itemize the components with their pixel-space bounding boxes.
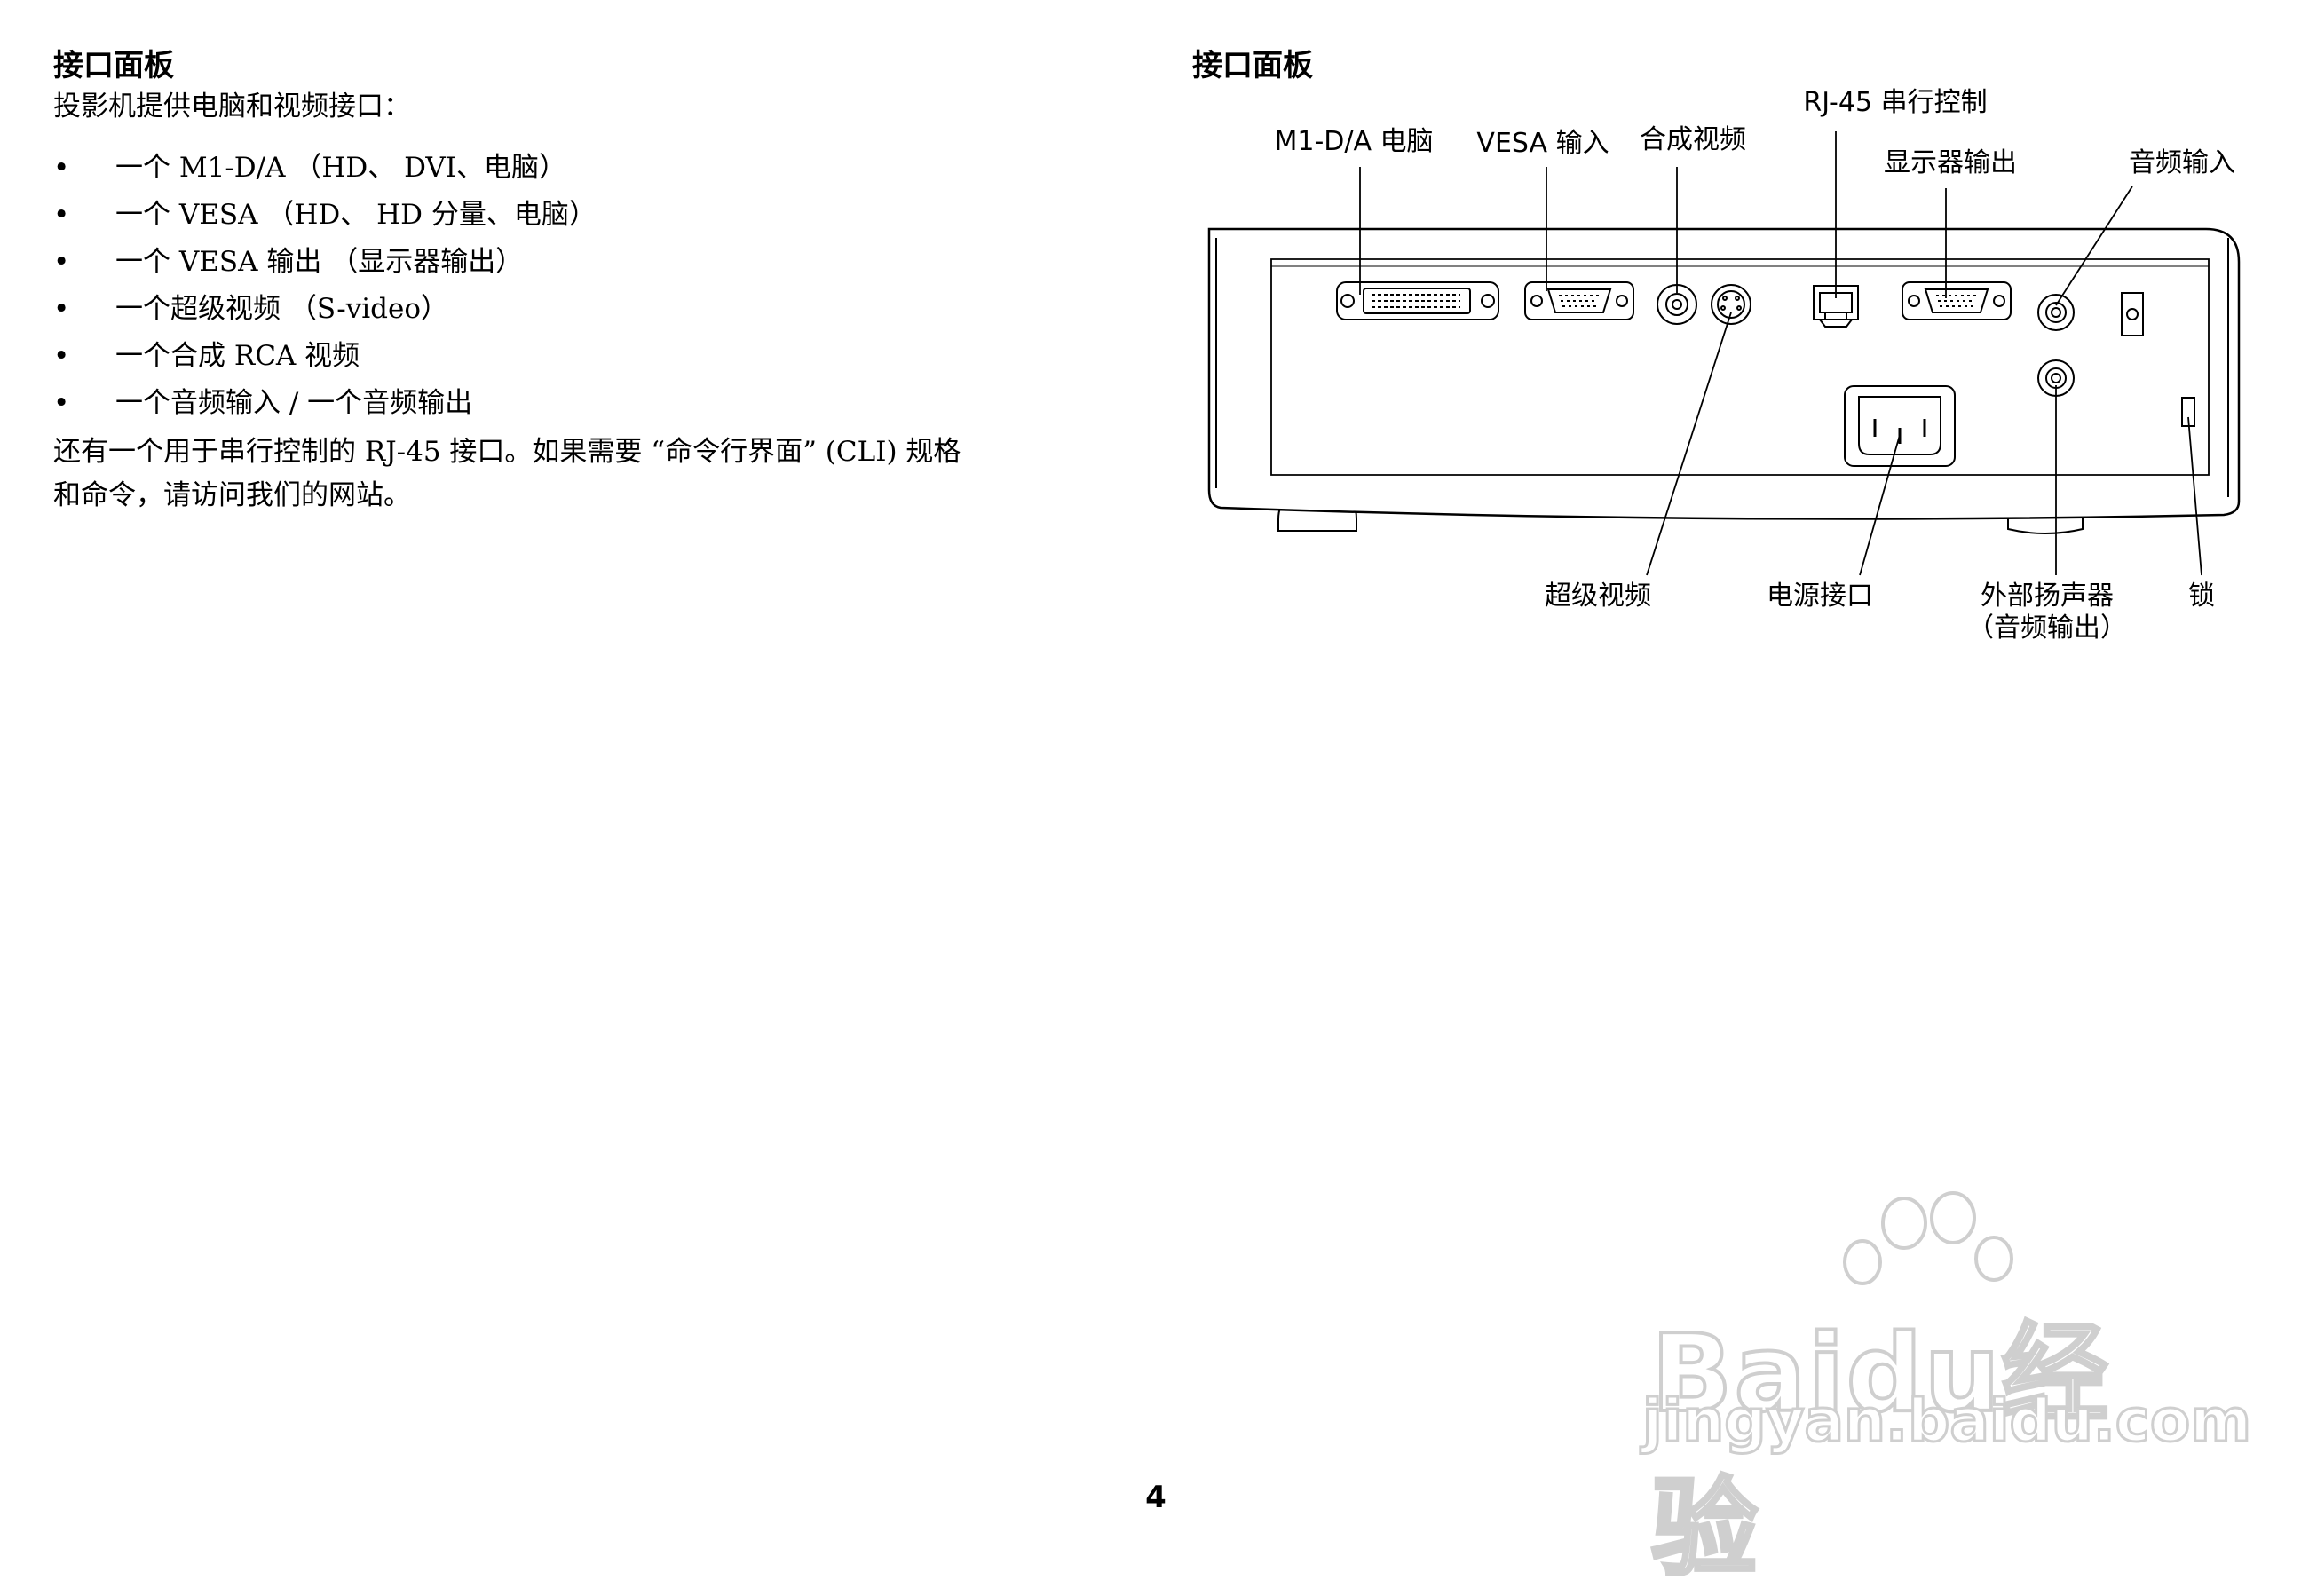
leader-audio-in bbox=[2055, 186, 2133, 306]
bullet-icon: • bbox=[53, 246, 70, 278]
diagram-heading: 接口面板 bbox=[1192, 48, 1313, 83]
callout-rj45-serial: RJ-45 串行控制 bbox=[1803, 87, 1988, 118]
list-item: •一个合成 RCA 视频 bbox=[53, 333, 1127, 380]
composite-rca-jack-shape bbox=[1657, 284, 1697, 325]
audio-out-jack-shape bbox=[2037, 359, 2075, 397]
callout-speaker-line-1: 外部扬声器 bbox=[1981, 581, 2114, 612]
callout-m1da: M1-D/A 电脑 bbox=[1274, 126, 1434, 157]
leader-lock bbox=[2187, 416, 2202, 576]
callout-vesa-in: VESA 输入 bbox=[1476, 128, 1609, 159]
rj45-port-shape bbox=[1813, 285, 1859, 328]
page-number: 4 bbox=[1145, 1480, 1166, 1515]
power-socket-shape bbox=[1844, 385, 1956, 467]
callout-power: 电源接口 bbox=[1767, 581, 1873, 612]
bullet-icon: • bbox=[53, 340, 70, 372]
list-item: •一个 M1-D/A （HD、 DVI、电脑） bbox=[53, 145, 1127, 192]
closing-text-line-2: 和命令，请访问我们的网站。 bbox=[53, 479, 411, 511]
s-video-jack-shape bbox=[1711, 284, 1751, 325]
list-item: •一个 VESA 输出 （显示器输出） bbox=[53, 239, 1127, 286]
list-item: •一个 VESA （HD、 HD 分量、电脑） bbox=[53, 192, 1127, 239]
vesa-in-connector-shape bbox=[1524, 281, 1634, 320]
leader-svideo bbox=[1646, 312, 1732, 576]
intro-text: 投影机提供电脑和视频接口： bbox=[53, 91, 411, 122]
watermark: Baidu经验 jingyan.baidu.com bbox=[1633, 1189, 2253, 1592]
paw-logo-icon bbox=[1843, 1191, 2013, 1285]
watermark-brand: Baidu经验 bbox=[1649, 1311, 2110, 1592]
left-foot bbox=[1277, 490, 1357, 532]
leader-power bbox=[1859, 434, 1901, 576]
callout-leader-lines bbox=[1359, 131, 2202, 576]
callout-svideo: 超级视频 bbox=[1545, 581, 1651, 612]
small-switch-shape bbox=[2121, 292, 2144, 336]
connector-panel-plate bbox=[1270, 258, 2210, 476]
port-list: •一个 M1-D/A （HD、 DVI、电脑） •一个 VESA （HD、 HD… bbox=[53, 145, 1127, 427]
bullet-icon: • bbox=[53, 199, 70, 231]
monitor-out-connector-shape bbox=[1902, 281, 2012, 320]
bullet-icon: • bbox=[53, 152, 70, 184]
projector-body-outline bbox=[1207, 227, 2241, 520]
callout-speaker: 外部扬声器 （音频输出） bbox=[1967, 581, 2127, 644]
right-foot bbox=[2007, 499, 2084, 534]
m1da-connector-shape bbox=[1336, 281, 1499, 320]
watermark-url: jingyan.baidu.com bbox=[1641, 1386, 2252, 1457]
callout-monitor-out: 显示器输出 bbox=[1884, 147, 2017, 178]
description-section: 接口面板 投影机提供电脑和视频接口： •一个 M1-D/A （HD、 DVI、电… bbox=[53, 46, 1127, 518]
lock-slot-shape bbox=[2181, 397, 2195, 427]
bullet-icon: • bbox=[53, 293, 70, 325]
list-item: •一个音频输入 / 一个音频输出 bbox=[53, 380, 1127, 427]
bullet-icon: • bbox=[53, 387, 70, 419]
section-heading: 接口面板 bbox=[53, 48, 174, 83]
closing-text-line-1: 还有一个用于串行控制的 RJ-45 接口。如果需要 “命令行界面” (CLI) … bbox=[53, 436, 961, 468]
list-item: •一个超级视频 （S-video） bbox=[53, 286, 1127, 333]
callout-audio-in: 音频输入 bbox=[2129, 147, 2235, 178]
callout-lock: 锁 bbox=[2188, 581, 2215, 612]
callout-composite-video: 合成视频 bbox=[1640, 124, 1746, 155]
callout-speaker-line-2: （音频输出） bbox=[1967, 612, 2127, 644]
diagram-section: 接口面板 bbox=[1192, 46, 1313, 85]
audio-in-jack-shape bbox=[2037, 294, 2075, 331]
